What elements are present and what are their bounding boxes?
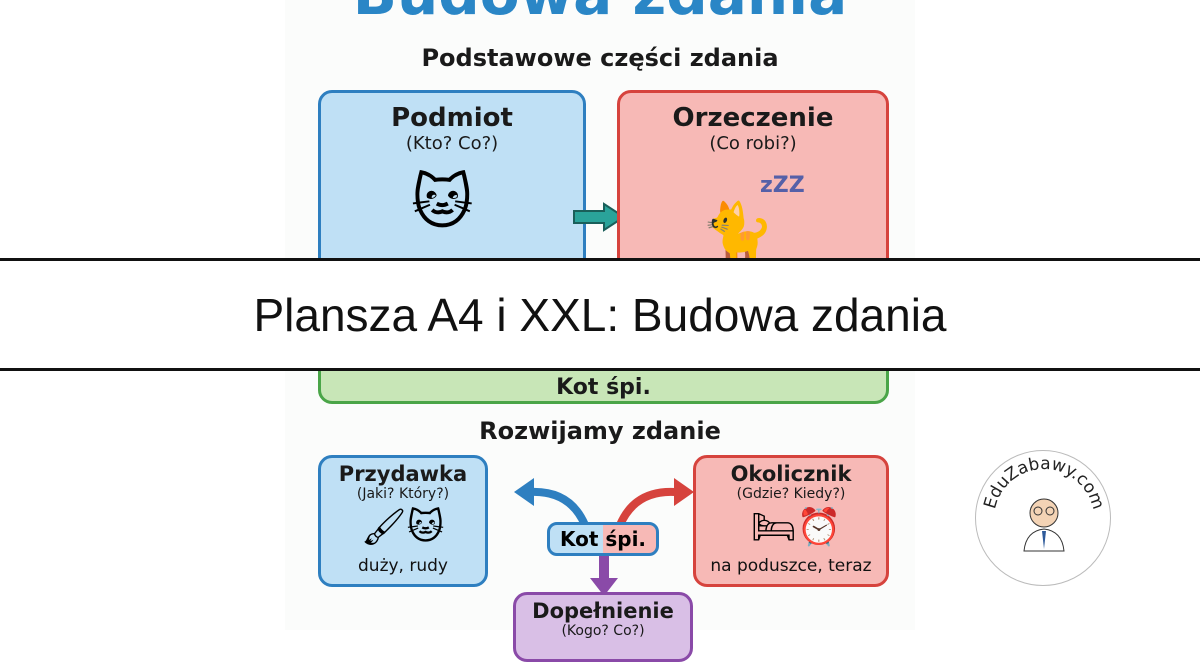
dopelnienie-title: Dopełnienie	[532, 599, 674, 623]
orzeczenie-card: Orzeczenie (Co robi?) zZZ 🐈	[617, 90, 889, 290]
podmiot-card: Podmiot (Kto? Co?) 🐱	[318, 90, 586, 290]
arrow-down-icon	[590, 556, 618, 596]
okolicznik-example: na poduszce, teraz	[710, 556, 872, 576]
przydawka-question: (Jaki? Który?)	[356, 486, 450, 502]
dopelnienie-card: Dopełnienie (Kogo? Co?)	[513, 592, 693, 662]
cat-sitting-icon: 🐱	[411, 168, 474, 238]
center-word-predicate: śpi.	[605, 527, 647, 551]
title-banner: Plansza A4 i XXL: Budowa zdania	[0, 258, 1200, 371]
poster-title: Budowa zdania	[285, 0, 915, 28]
section-heading-basic: Podstawowe części zdania	[421, 44, 779, 72]
center-sentence: Kot śpi.	[547, 522, 659, 556]
eduzabawy-logo: EduZabawy.com	[975, 450, 1111, 586]
przydawka-example: duży, rudy	[358, 556, 448, 576]
podmiot-question: (Kto? Co?)	[405, 133, 499, 154]
okolicznik-title: Okolicznik	[730, 462, 852, 486]
logo-ring-text: EduZabawy.com	[980, 454, 1108, 552]
zzz-text: zZZ	[760, 173, 805, 198]
podmiot-title: Podmiot	[391, 103, 513, 133]
przydawka-title: Przydawka	[338, 462, 468, 486]
paintbrush-cat-icon: 🖌🐱	[361, 507, 445, 548]
orzeczenie-question: (Co robi?)	[709, 133, 797, 154]
pillow-clock-icon: 🛏⏰	[751, 507, 842, 548]
curved-arrows-icon	[514, 478, 694, 527]
banner-title: Plansza A4 i XXL: Budowa zdania	[253, 288, 947, 341]
okolicznik-question: (Gdzie? Kiedy?)	[736, 486, 846, 502]
section-heading-extend: Rozwijamy zdanie	[479, 417, 721, 445]
cat-sleeping-icon: 🐈	[700, 199, 775, 269]
arrow-right-icon	[573, 202, 626, 232]
example-sentence: Kot śpi.	[556, 375, 651, 400]
orzeczenie-title: Orzeczenie	[672, 103, 834, 133]
okolicznik-card: Okolicznik (Gdzie? Kiedy?) 🛏⏰ na poduszc…	[693, 455, 889, 587]
center-word-subject: Kot	[559, 527, 599, 551]
przydawka-card: Przydawka (Jaki? Który?) 🖌🐱 duży, rudy	[318, 455, 488, 587]
dopelnienie-question: (Kogo? Co?)	[561, 623, 645, 639]
